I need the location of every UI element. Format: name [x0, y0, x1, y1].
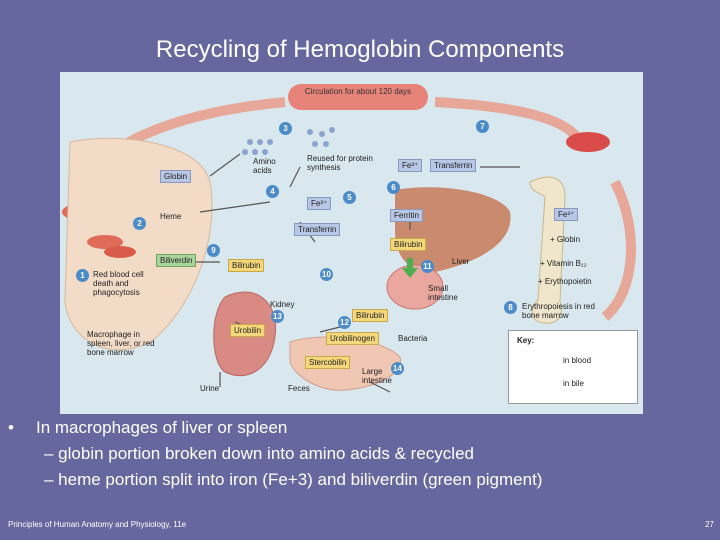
small-intestine-label: Small intestine — [428, 284, 458, 302]
step-2-badge: 2 — [133, 217, 146, 230]
urine-label: Urine — [200, 384, 220, 393]
kidney-label: Kidney — [270, 300, 295, 309]
bilirubin-box-1: Bilirubin — [228, 259, 265, 272]
step-11-badge: 11 — [421, 260, 434, 273]
step-12-badge: 12 — [338, 316, 351, 329]
globin-2-label: + Globin — [550, 235, 581, 244]
circulation-arrow-right — [434, 97, 585, 145]
reused-label: Reused for protein synthesis — [307, 154, 373, 172]
urobilinogen-box: Urobilinogen — [326, 332, 379, 345]
feces-label: Feces — [288, 384, 310, 393]
step-1-badge: 1 — [76, 269, 89, 282]
step-14-badge: 14 — [391, 362, 404, 375]
globin-box: Globin — [160, 170, 192, 183]
bacteria-label: Bacteria — [398, 334, 428, 343]
liver-label: Liver — [452, 257, 470, 266]
vitamin-label: + Vitamin B₁₂ — [540, 259, 587, 268]
amino-acids-label: Amino acids — [253, 157, 276, 175]
step-13-badge: 13 — [271, 310, 284, 323]
fe3-box-b: Fe³⁺ — [307, 197, 332, 210]
rbc-inside — [87, 235, 123, 249]
step-4-badge: 4 — [266, 185, 279, 198]
transferrin-box-a: Transferrin — [430, 159, 477, 172]
transferrin-box-b: Transferrin — [294, 223, 341, 236]
key-bile-label: in bile — [563, 379, 584, 388]
rbc-inside — [104, 246, 136, 258]
small-intestine — [386, 264, 444, 310]
step-10-badge: 10 — [320, 268, 333, 281]
erythropoiesis-label: Erythropoiesis in red bone marrow — [522, 302, 595, 320]
key-title: Key: — [517, 336, 535, 345]
urobilin-box: Urobilin — [230, 324, 266, 337]
diagram-key: Key: in blood in bile — [508, 330, 638, 404]
stercobilin-box: Stercobilin — [305, 356, 351, 369]
step-5-badge: 5 — [343, 191, 356, 204]
rbc-top-right — [566, 132, 610, 152]
macrophage-label: Macrophage in spleen, liver, or red bone… — [87, 330, 155, 357]
amino-acid-dots — [242, 127, 335, 155]
step-6-badge: 6 — [387, 181, 400, 194]
bullet-symbol: • — [8, 418, 14, 437]
erythropoiesis-arrow — [601, 179, 636, 321]
large-intestine-label: Large intestine — [362, 367, 392, 385]
hemoglobin-recycling-diagram: Circulation for about 120 days Globin He… — [60, 72, 643, 414]
bilirubin-2-box: Bilirubin — [352, 309, 389, 322]
heme-label: Heme — [160, 212, 182, 221]
footer-citation: Principles of Human Anatomy and Physiolo… — [8, 520, 187, 529]
ferritin-box: Ferritin — [390, 209, 423, 222]
step-3-badge: 3 — [279, 122, 292, 135]
circulation-tube — [288, 84, 428, 110]
step-9-badge: 9 — [207, 244, 220, 257]
fe3-box-c: Fe³⁺ — [554, 208, 579, 221]
rbc-death-label: Red blood cell death and phagocytosis — [93, 270, 144, 297]
macrophage-cell — [64, 137, 213, 351]
fe3-box-a: Fe³⁺ — [398, 159, 423, 172]
bullet-main-text: In macrophages of liver or spleen — [36, 418, 288, 437]
bilirubin-liver-box: Bilirubin — [390, 238, 427, 251]
step-7-badge: 7 — [476, 120, 489, 133]
slide-title: Recycling of Hemoglobin Components — [155, 36, 565, 63]
biliverdin-box: Biliverdin — [156, 254, 197, 267]
erythropoietin-label: + Erythopoietin — [538, 277, 592, 286]
page-number: 27 — [705, 520, 714, 529]
key-blood-label: in blood — [563, 356, 592, 365]
sub-bullet-1: – globin portion broken down into amino … — [44, 444, 474, 463]
circulation-label: Circulation for about 120 days — [304, 87, 412, 96]
sub-bullet-2: – heme portion split into iron (Fe+3) an… — [44, 470, 543, 489]
step-8-badge: 8 — [504, 301, 517, 314]
